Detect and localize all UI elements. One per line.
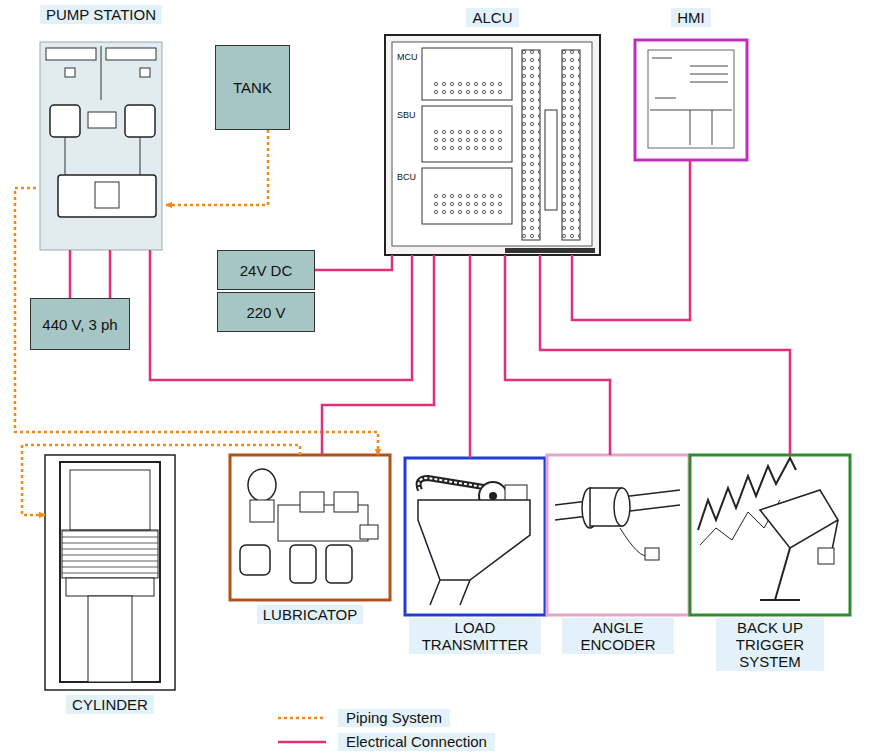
pipe-line [15, 188, 378, 455]
component-box: CYLINDER [45, 455, 175, 723]
electrical-wire [469, 255, 472, 458]
pipe-line [22, 445, 300, 515]
node-label-row: 24V DC [236, 262, 297, 279]
node-label-row: HMI [635, 8, 747, 27]
component-box: ALCU [385, 8, 600, 255]
node-label: CYLINDER [66, 695, 154, 714]
supply-box: 24V DC [217, 250, 315, 290]
node-label: 220 V [242, 304, 289, 321]
unit-label: MCU [396, 52, 419, 62]
electrical-wire [572, 160, 690, 320]
node-label: PUMP STATION [40, 5, 162, 24]
node-label-row: LUBRICATOP [230, 605, 390, 624]
node-label-row: CYLINDER [45, 695, 175, 714]
node-label: 440 V, 3 ph [38, 316, 121, 333]
electrical-wire [315, 255, 392, 270]
backup-trigger-drawing [690, 455, 850, 615]
cylinder-drawing [45, 455, 175, 690]
component-box: LUBRICATOP [230, 455, 390, 640]
node-label: ALCU [466, 8, 518, 27]
legend-text: Piping System [338, 709, 450, 727]
legend-wire-sample [278, 741, 326, 744]
node-label-row: TANK [229, 79, 276, 96]
supply-box: 220 V [217, 292, 315, 332]
electrical-wire [150, 250, 412, 380]
component-box: BACK UP TRIGGER SYSTEM [690, 455, 850, 670]
electrical-wire [109, 250, 112, 298]
electrical-wire [540, 255, 790, 455]
load-transmitter-drawing [405, 458, 545, 615]
unit-label: BCU [396, 172, 417, 182]
node-label: HMI [671, 8, 711, 27]
node-label: LOAD TRANSMITTER [409, 618, 541, 654]
component-box: LOAD TRANSMITTER [405, 458, 545, 658]
node-label: TANK [229, 79, 276, 96]
node-label-row: BACK UP TRIGGER SYSTEM [690, 618, 850, 671]
node-label-row: ANGLE ENCODER [547, 618, 689, 654]
electrical-wire [322, 255, 434, 455]
lubricator-drawing [230, 455, 390, 600]
node-label-row: LOAD TRANSMITTER [405, 618, 545, 654]
node-label: 24V DC [236, 262, 297, 279]
pipe-line [166, 130, 268, 205]
legend-pipe-sample [278, 717, 326, 720]
node-label-row: ALCU [385, 8, 600, 27]
node-label: LUBRICATOP [257, 605, 363, 624]
electrical-wire [505, 255, 610, 455]
node-label-row: PUMP STATION [36, 5, 166, 24]
component-box: PUMP STATION [36, 5, 166, 250]
component-box: HMI [635, 8, 747, 160]
node-label: ANGLE ENCODER [562, 618, 674, 654]
electrical-wire [69, 250, 72, 298]
pump-station-drawing [40, 42, 162, 250]
component-box: ANGLE ENCODER [547, 455, 689, 660]
alcu-cabinet-drawing [385, 35, 600, 255]
node-label: BACK UP TRIGGER SYSTEM [716, 618, 824, 671]
supply-box: 440 V, 3 ph [30, 298, 130, 350]
hmi-drawing [635, 40, 747, 160]
unit-label: SBU [396, 110, 417, 120]
angle-encoder-drawing [547, 455, 689, 615]
legend-text: Electrical Connection [338, 733, 495, 751]
supply-box: TANK [215, 45, 290, 130]
node-label-row: 220 V [242, 304, 289, 321]
node-label-row: 440 V, 3 ph [38, 316, 121, 333]
